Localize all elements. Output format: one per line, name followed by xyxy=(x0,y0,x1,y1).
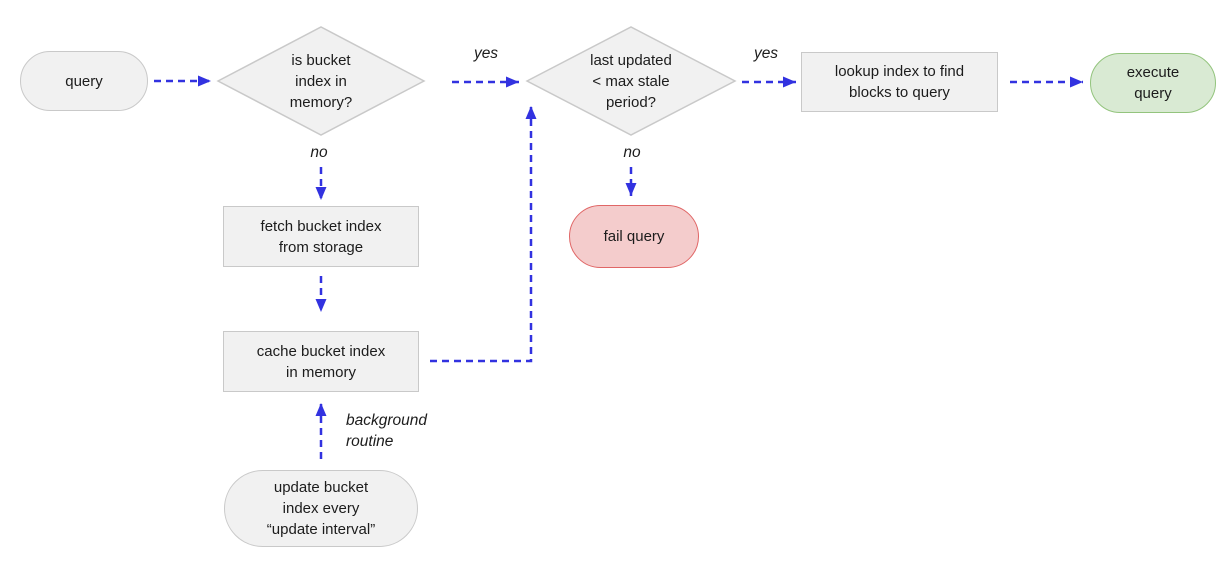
node-lookup-index: lookup index to find blocks to query xyxy=(801,52,998,112)
decision-bucket-index-in-memory: is bucket index in memory? xyxy=(289,51,353,111)
node-fail-query: fail query xyxy=(569,205,699,268)
edge-label-no-memory: no xyxy=(310,144,328,161)
diamond-stale-check-shape xyxy=(525,26,737,136)
decision-last-updated: last updated < max stale period? xyxy=(590,51,672,111)
edge-cache-to-stale-check xyxy=(430,106,537,363)
node-cache-index: cache bucket index in memory xyxy=(223,331,419,392)
node-update-index: update bucket index every “update interv… xyxy=(224,470,418,547)
edge-label-yes-memory: yes xyxy=(473,45,499,62)
edge-label-background-routine: background routine xyxy=(346,412,428,450)
diamond-memory-check-shape xyxy=(216,26,426,136)
node-fetch-index: fetch bucket index from storage xyxy=(223,206,419,267)
edge-label-no-stale: no xyxy=(623,144,641,161)
node-execute-query: execute query xyxy=(1090,53,1216,113)
node-query: query xyxy=(20,51,148,111)
edge-label-yes-stale: yes xyxy=(753,45,779,62)
